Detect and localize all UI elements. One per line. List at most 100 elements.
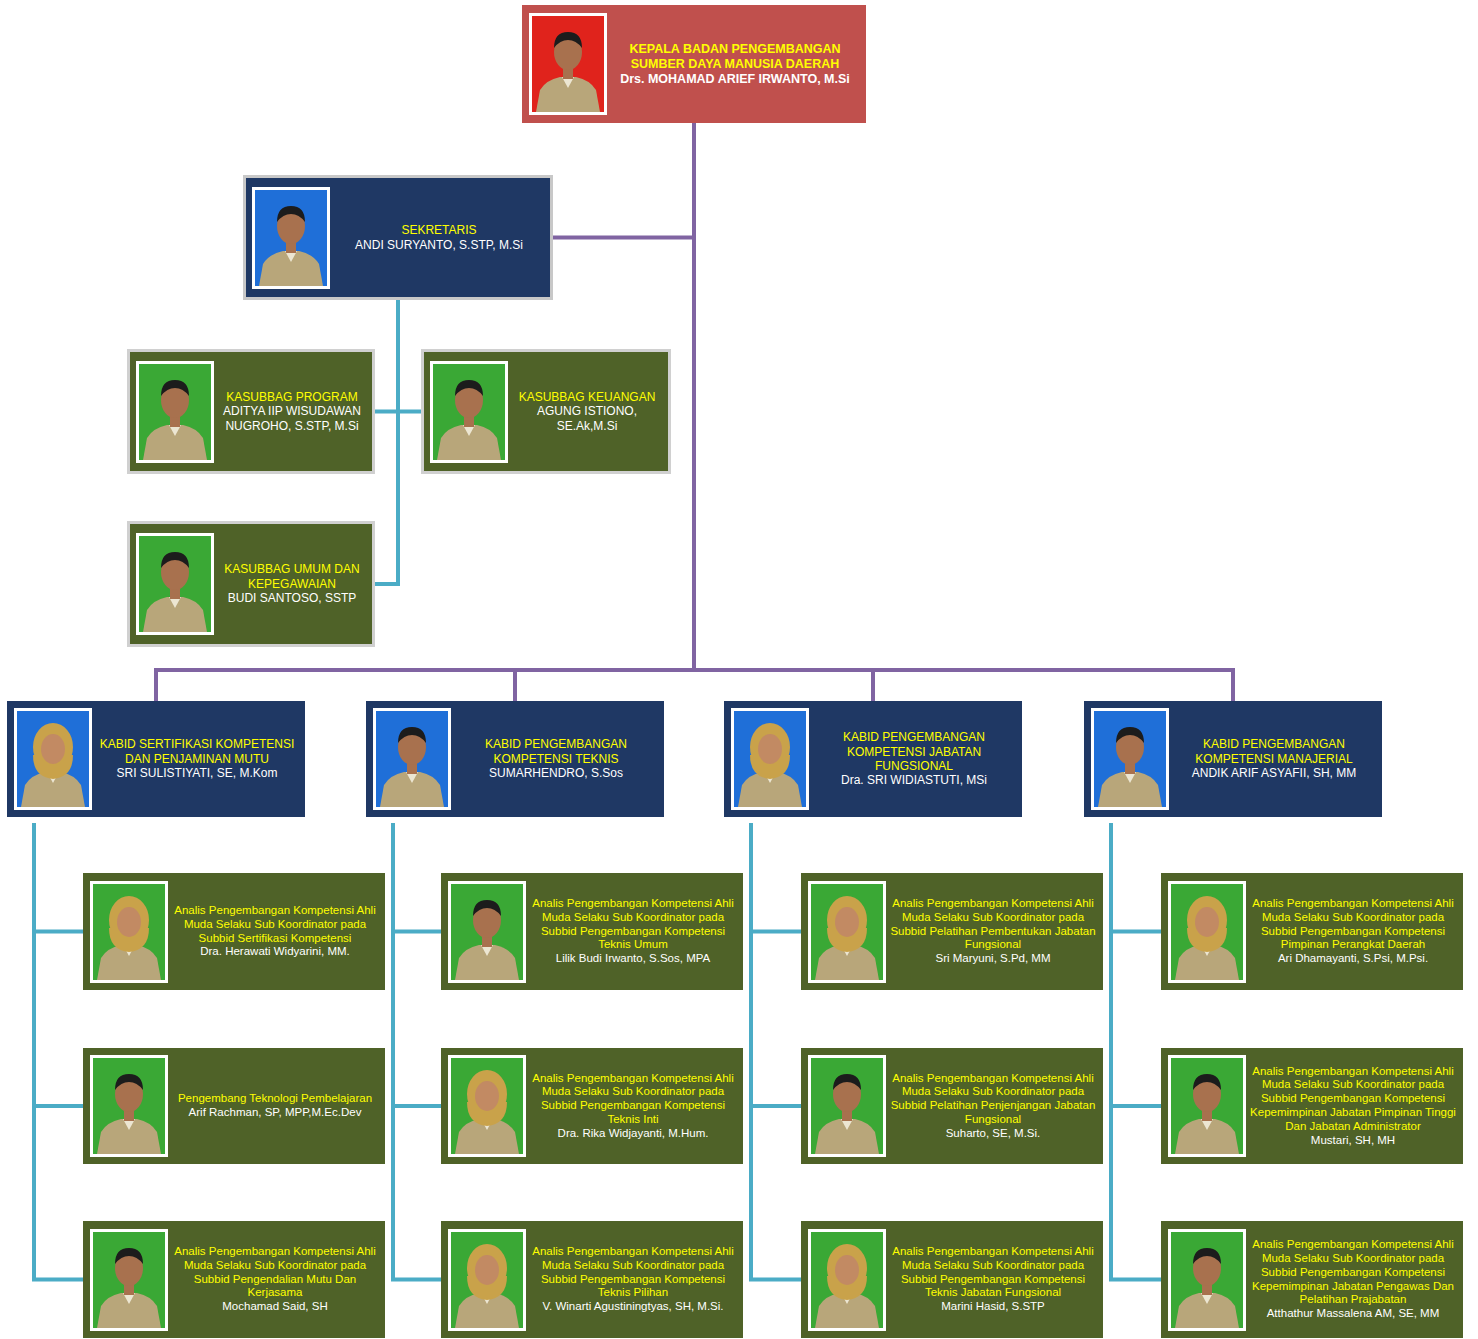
org-box: Analis Pengembangan Kompetensi Ahli Muda… [801, 873, 1103, 990]
connector-line [34, 823, 83, 1280]
person-name: ADITYA IIP WISUDAWAN NUGROHO, S.STP, M.S… [218, 404, 366, 433]
org-box: Analis Pengembangan Kompetensi Ahli Muda… [801, 1048, 1103, 1164]
portrait-photo [430, 361, 508, 463]
portrait-photo [90, 1229, 168, 1331]
person-name: SUMARHENDRO, S.Sos [455, 766, 657, 780]
org-box: Analis Pengembangan Kompetensi Ahli Muda… [1161, 1048, 1463, 1164]
person-name: ANDI SURYANTO, S.STP, M.Si [334, 238, 544, 252]
connector-line [751, 823, 801, 1280]
person-name: Dra. SRI WIDIASTUTI, MSi [813, 773, 1015, 787]
portrait-photo [1168, 1055, 1246, 1157]
text-column: KABID PENGEMBANGAN KOMPETENSI TEKNISSUMA… [455, 737, 657, 780]
text-column: Analis Pengembangan Kompetensi Ahli Muda… [890, 1245, 1096, 1314]
connector-line [1111, 823, 1161, 932]
text-column: Analis Pengembangan Kompetensi Ahli Muda… [1250, 897, 1456, 966]
position-title: Analis Pengembangan Kompetensi Ahli Muda… [890, 897, 1096, 952]
connector-line [1111, 823, 1161, 1106]
text-column: Analis Pengembangan Kompetensi Ahli Muda… [172, 904, 378, 959]
position-title: KEPALA BADAN PENGEMBANGAN SUMBER DAYA MA… [611, 42, 859, 72]
portrait-photo [808, 1229, 886, 1331]
org-box: KABID PENGEMBANGAN KOMPETENSI JABATAN FU… [724, 701, 1022, 817]
text-column: Pengembang Teknologi PembelajaranArif Ra… [172, 1092, 378, 1120]
position-title: KABID PENGEMBANGAN KOMPETENSI MANAJERIAL [1173, 737, 1375, 766]
portrait-photo [1168, 1229, 1246, 1331]
connector-line [34, 823, 83, 932]
org-box: KEPALA BADAN PENGEMBANGAN SUMBER DAYA MA… [522, 5, 866, 123]
portrait-photo [448, 1055, 526, 1157]
text-column: Analis Pengembangan Kompetensi Ahli Muda… [1250, 1065, 1456, 1148]
portrait-photo [373, 708, 451, 810]
person-name: ANDIK ARIF ASYAFII, SH, MM [1173, 766, 1375, 780]
text-column: Analis Pengembangan Kompetensi Ahli Muda… [172, 1245, 378, 1314]
portrait-photo [1091, 708, 1169, 810]
portrait-photo [14, 708, 92, 810]
person-name: Lilik Budi Irwanto, S.Sos, MPA [530, 952, 736, 966]
person-name: Sri Maryuni, S.Pd, MM [890, 952, 1096, 966]
position-title: Pengembang Teknologi Pembelajaran [172, 1092, 378, 1106]
org-box: Analis Pengembangan Kompetensi Ahli Muda… [441, 873, 743, 990]
text-column: Analis Pengembangan Kompetensi Ahli Muda… [890, 897, 1096, 966]
connector-line [1111, 823, 1161, 1280]
person-name: Marini Hasid, S.STP [890, 1300, 1096, 1314]
org-box: KASUBBAG KEUANGANAGUNG ISTIONO, SE.Ak,M.… [421, 349, 671, 474]
text-column: Analis Pengembangan Kompetensi Ahli Muda… [530, 897, 736, 966]
position-title: KABID PENGEMBANGAN KOMPETENSI TEKNIS [455, 737, 657, 766]
person-name: Arif Rachman, SP, MPP,M.Ec.Dev [172, 1106, 378, 1120]
text-column: KEPALA BADAN PENGEMBANGAN SUMBER DAYA MA… [611, 42, 859, 87]
person-name: Ari Dhamayanti, S.Psi, M.Psi. [1250, 952, 1456, 966]
position-title: Analis Pengembangan Kompetensi Ahli Muda… [530, 897, 736, 952]
person-name: Atthathur Massalena AM, SE, MM [1250, 1307, 1456, 1321]
position-title: KABID PENGEMBANGAN KOMPETENSI JABATAN FU… [813, 730, 1015, 773]
text-column: Analis Pengembangan Kompetensi Ahli Muda… [1250, 1238, 1456, 1321]
person-name: Suharto, SE, M.Si. [890, 1127, 1096, 1141]
position-title: Analis Pengembangan Kompetensi Ahli Muda… [530, 1245, 736, 1300]
org-box: KASUBBAG PROGRAMADITYA IIP WISUDAWAN NUG… [127, 349, 375, 474]
connector-line [398, 300, 421, 412]
text-column: KABID SERTIFIKASI KOMPETENSI DAN PENJAMI… [96, 737, 298, 780]
org-box: KASUBBAG UMUM DAN KEPEGAWAIANBUDI SANTOS… [127, 521, 375, 647]
text-column: KABID PENGEMBANGAN KOMPETENSI JABATAN FU… [813, 730, 1015, 788]
portrait-photo [252, 187, 330, 289]
org-box: Analis Pengembangan Kompetensi Ahli Muda… [441, 1048, 743, 1164]
connector-line [375, 300, 398, 584]
portrait-photo [90, 881, 168, 983]
portrait-photo [731, 708, 809, 810]
position-title: KABID SERTIFIKASI KOMPETENSI DAN PENJAMI… [96, 737, 298, 766]
connector-line [751, 823, 801, 1106]
org-box: Analis Pengembangan Kompetensi Ahli Muda… [83, 1221, 385, 1338]
connector-line [694, 123, 1233, 701]
person-name: V. Winarti Agustiningtyas, SH, M.Si. [530, 1300, 736, 1314]
org-box: KABID SERTIFIKASI KOMPETENSI DAN PENJAMI… [7, 701, 305, 817]
position-title: KASUBBAG KEUANGAN [512, 390, 662, 404]
person-name: AGUNG ISTIONO, SE.Ak,M.Si [512, 404, 662, 433]
portrait-photo [1168, 881, 1246, 983]
position-title: Analis Pengembangan Kompetensi Ahli Muda… [1250, 1065, 1456, 1134]
connector-line [375, 300, 398, 412]
connector-line [393, 823, 441, 932]
org-box: Analis Pengembangan Kompetensi Ahli Muda… [801, 1221, 1103, 1338]
text-column: Analis Pengembangan Kompetensi Ahli Muda… [530, 1245, 736, 1314]
position-title: Analis Pengembangan Kompetensi Ahli Muda… [1250, 1238, 1456, 1307]
portrait-photo [448, 881, 526, 983]
connector-line [553, 123, 694, 238]
position-title: Analis Pengembangan Kompetensi Ahli Muda… [1250, 897, 1456, 952]
org-box: SEKRETARISANDI SURYANTO, S.STP, M.Si [243, 175, 553, 300]
portrait-photo [808, 1055, 886, 1157]
position-title: KASUBBAG UMUM DAN KEPEGAWAIAN [218, 562, 366, 591]
text-column: Analis Pengembangan Kompetensi Ahli Muda… [530, 1072, 736, 1141]
text-column: KASUBBAG KEUANGANAGUNG ISTIONO, SE.Ak,M.… [512, 390, 662, 433]
org-box: KABID PENGEMBANGAN KOMPETENSI TEKNISSUMA… [366, 701, 664, 817]
connector-line [694, 123, 873, 701]
position-title: Analis Pengembangan Kompetensi Ahli Muda… [890, 1245, 1096, 1300]
connector-line [393, 823, 441, 1280]
position-title: Analis Pengembangan Kompetensi Ahli Muda… [172, 1245, 378, 1300]
text-column: KABID PENGEMBANGAN KOMPETENSI MANAJERIAL… [1173, 737, 1375, 780]
person-name: SRI SULISTIYATI, SE, M.Kom [96, 766, 298, 780]
person-name: BUDI SANTOSO, SSTP [218, 591, 366, 605]
portrait-photo [529, 13, 607, 115]
portrait-photo [136, 361, 214, 463]
person-name: Dra. Herawati Widyarini, MM. [172, 945, 378, 959]
person-name: Drs. MOHAMAD ARIEF IRWANTO, M.Si [611, 72, 859, 87]
person-name: Dra. Rika Widjayanti, M.Hum. [530, 1127, 736, 1141]
